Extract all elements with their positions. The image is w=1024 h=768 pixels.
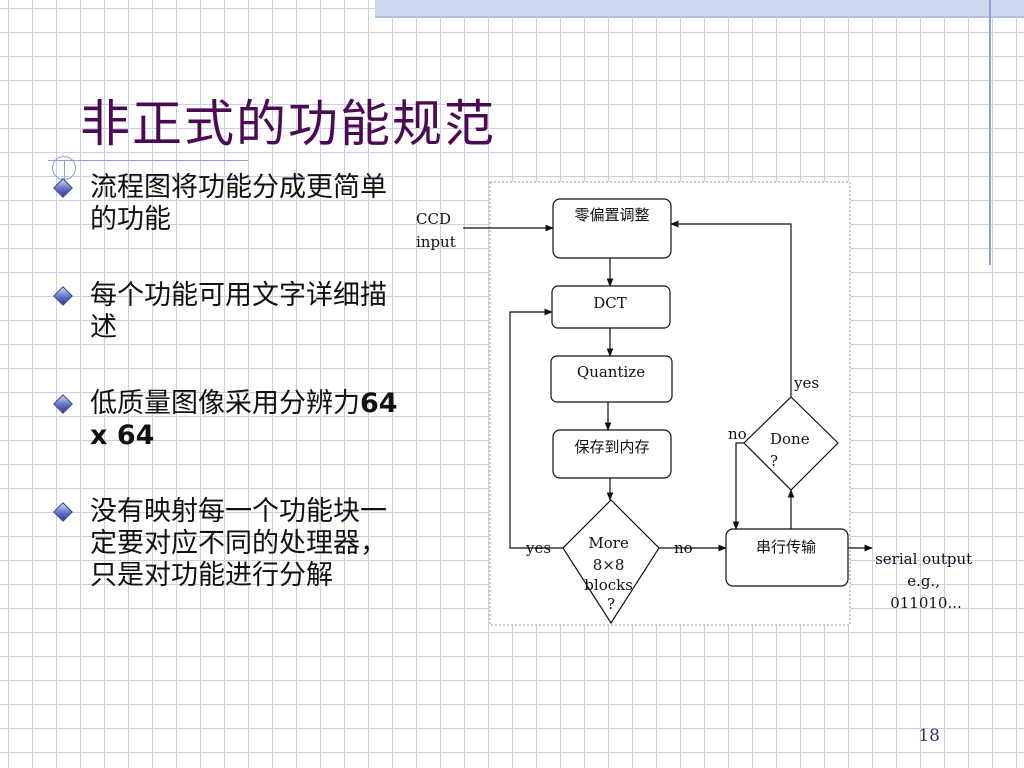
- top-decorative-line: [375, 16, 1024, 18]
- bullet-item: 低质量图像采用分辨力64 x 64: [52, 388, 408, 452]
- dct-node: [551, 285, 671, 329]
- title-underline: [48, 160, 248, 161]
- more-no-label: no: [674, 539, 693, 557]
- right-decorative-rule: [989, 0, 991, 265]
- serial-output-label: serial output e.g., 011010...: [875, 550, 977, 612]
- more-yes-label: yes: [525, 539, 551, 557]
- more-blocks-decision: [562, 499, 660, 625]
- done-yes-loop-arrow: [670, 220, 792, 397]
- page-number: 18: [918, 726, 940, 746]
- bullet-text: 每个功能可用文字详细描述: [90, 280, 387, 343]
- title-vertical-ornament: [64, 160, 65, 190]
- done-decision: [743, 396, 839, 491]
- diamond-bullet-icon: [53, 178, 73, 198]
- bullet-text: 低质量图像采用分辨力: [90, 388, 360, 419]
- top-decorative-band: [375, 0, 1024, 16]
- more-yes-loop-arrow: [509, 308, 563, 549]
- serial-node-label: 串行传输: [756, 538, 816, 556]
- more-blocks-label: More 8×8 blocks ?: [584, 534, 637, 613]
- bullet-text: 流程图将功能分成更简单的功能: [90, 172, 387, 235]
- done-no-loop-arrow: [732, 442, 744, 530]
- done-yes-label: yes: [793, 374, 819, 392]
- diamond-bullet-icon: [53, 502, 73, 522]
- dct-node-label: DCT: [593, 294, 627, 312]
- offset-node-label: 零偏置调整: [574, 206, 649, 224]
- store-node: [552, 429, 672, 479]
- ccd-input-label: CCD input: [416, 210, 456, 251]
- diamond-bullet-icon: [53, 394, 73, 414]
- slide-title: 非正式的功能规范: [80, 95, 496, 153]
- bullet-text: 没有映射每一个功能块一定要对应不同的处理器，只是对功能进行分解: [90, 496, 387, 591]
- bullet-item: 没有映射每一个功能块一定要对应不同的处理器，只是对功能进行分解: [52, 496, 408, 592]
- quantize-node: [550, 355, 673, 403]
- bullet-bold-text: 64 x 64: [90, 388, 398, 451]
- quantize-node-label: Quantize: [577, 363, 645, 381]
- done-no-label: no: [728, 425, 747, 443]
- flowchart-diagram: CCD input 零偏置调整 DCT Quantize 保存到内存 More …: [416, 181, 977, 626]
- serial-node: [725, 528, 849, 587]
- offset-node: [552, 198, 672, 259]
- store-node-label: 保存到内存: [574, 438, 649, 456]
- done-label: Done ?: [770, 430, 814, 470]
- diamond-bullet-icon: [53, 286, 73, 306]
- bullet-list: 流程图将功能分成更简单的功能 每个功能可用文字详细描述 低质量图像采用分辨力64…: [52, 172, 408, 592]
- bullet-item: 流程图将功能分成更简单的功能: [52, 172, 408, 236]
- bullet-item: 每个功能可用文字详细描述: [52, 280, 408, 344]
